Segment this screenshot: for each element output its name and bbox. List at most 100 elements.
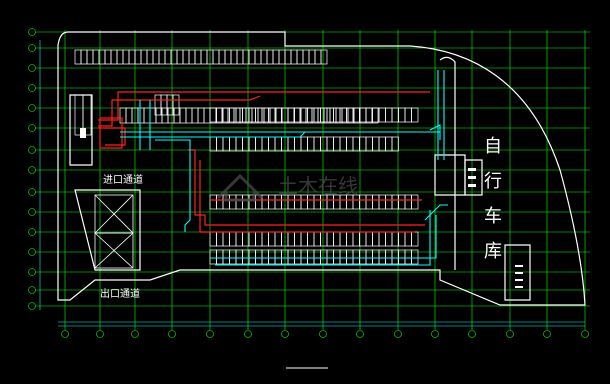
parking-stall	[274, 136, 282, 152]
parking-stall	[222, 136, 230, 152]
axis-bubble-icon	[394, 330, 402, 338]
parking-stall	[411, 231, 419, 247]
parking-stall	[404, 107, 412, 123]
parking-stall	[378, 136, 386, 152]
parking-stall	[110, 49, 118, 65]
parking-stall	[229, 231, 237, 247]
parking-stall	[119, 107, 127, 124]
parking-stall	[222, 107, 230, 123]
parking-stall	[254, 49, 262, 65]
parking-stall	[209, 107, 217, 123]
parking-stall	[371, 107, 379, 124]
parking-stall	[352, 136, 360, 152]
parking-stall	[209, 231, 217, 247]
parking-stall	[378, 231, 386, 247]
parking-stall	[185, 107, 193, 124]
parking-stall	[229, 136, 237, 152]
axis-bubble-icon	[28, 146, 36, 154]
parking-stall	[294, 231, 302, 247]
parking-stall	[278, 49, 286, 65]
parking-stall	[122, 49, 130, 65]
axis-bubble-icon	[28, 248, 36, 256]
parking-stall	[158, 49, 166, 65]
axis-bubble-icon	[543, 330, 551, 338]
parking-stall	[235, 231, 243, 247]
parking-stall	[293, 107, 301, 124]
axis-bubble-icon	[28, 84, 36, 92]
parking-stall	[372, 231, 380, 247]
parking-stall	[391, 194, 399, 210]
exit-passage-label: 出口通道	[100, 287, 140, 300]
parking-stall	[378, 107, 386, 123]
parking-stall	[235, 107, 243, 123]
parking-stall	[235, 136, 243, 152]
axis-bubble-icon	[28, 28, 36, 36]
parking-stall	[260, 49, 268, 65]
axis-bubble-icon	[96, 330, 104, 338]
parking-stall	[391, 231, 399, 247]
parking-stall	[152, 49, 160, 65]
parking-stall	[255, 231, 263, 247]
parking-stall	[296, 49, 304, 65]
parking-stall	[266, 49, 274, 65]
parking-stall	[222, 231, 230, 247]
parking-stall	[137, 107, 145, 124]
parking-stall	[233, 107, 241, 124]
watermark: 土木在线	[216, 173, 358, 202]
axis-bubble-icon	[28, 188, 36, 196]
parking-stall	[172, 94, 180, 116]
parking-stall	[287, 136, 295, 152]
parking-stall	[257, 107, 265, 124]
parking-stall	[248, 136, 256, 152]
axis-bubble-icon	[28, 268, 36, 276]
parking-stall	[209, 107, 217, 124]
parking-stall	[359, 231, 367, 247]
parking-stall	[263, 107, 271, 124]
parking-stall	[313, 107, 321, 123]
axis-bubbles	[28, 28, 589, 338]
parking-stall	[339, 107, 347, 123]
parking-stall	[385, 194, 393, 210]
parking-stall	[372, 194, 380, 210]
parking-stall	[176, 49, 184, 65]
parking-stall	[248, 231, 256, 247]
axis-bubble-icon	[356, 330, 364, 338]
parking-stall	[164, 49, 172, 65]
parking-stall	[352, 231, 360, 247]
parking-stall	[339, 231, 347, 247]
parking-stall	[261, 231, 269, 247]
parking-stall	[80, 49, 88, 65]
parking-stall	[346, 231, 354, 247]
parking-stall	[335, 107, 343, 124]
axis-bubble-icon	[431, 330, 439, 338]
parking-stall	[248, 49, 256, 65]
parking-stall	[261, 194, 269, 210]
parking-stall	[227, 107, 235, 124]
parking-stall	[359, 107, 367, 123]
parking-stall	[398, 107, 406, 123]
parking-stall	[179, 107, 187, 124]
axis-bubble-icon	[61, 330, 69, 338]
parking-stall	[307, 136, 315, 152]
parking-stall	[313, 231, 321, 247]
parking-stall	[272, 49, 280, 65]
parking-stall	[300, 136, 308, 152]
parking-stall	[305, 107, 313, 124]
parking-stall	[229, 194, 237, 210]
parking-stall	[251, 107, 259, 124]
parking-stall	[300, 231, 308, 247]
parking-stall	[209, 136, 217, 152]
parking-stall	[287, 107, 295, 123]
parking-stall	[230, 49, 238, 65]
parking-stall	[346, 107, 354, 123]
parking-stall	[307, 107, 315, 123]
parking-stall	[308, 49, 316, 65]
parking-stall	[365, 107, 373, 123]
parking-stall	[378, 194, 386, 210]
building-outline	[57, 31, 586, 306]
axis-bubble-icon	[28, 302, 36, 310]
axis-bubble-icon	[468, 330, 476, 338]
axis-bubble-icon	[206, 330, 214, 338]
parking-stall	[365, 194, 373, 210]
parking-stall	[140, 49, 148, 65]
